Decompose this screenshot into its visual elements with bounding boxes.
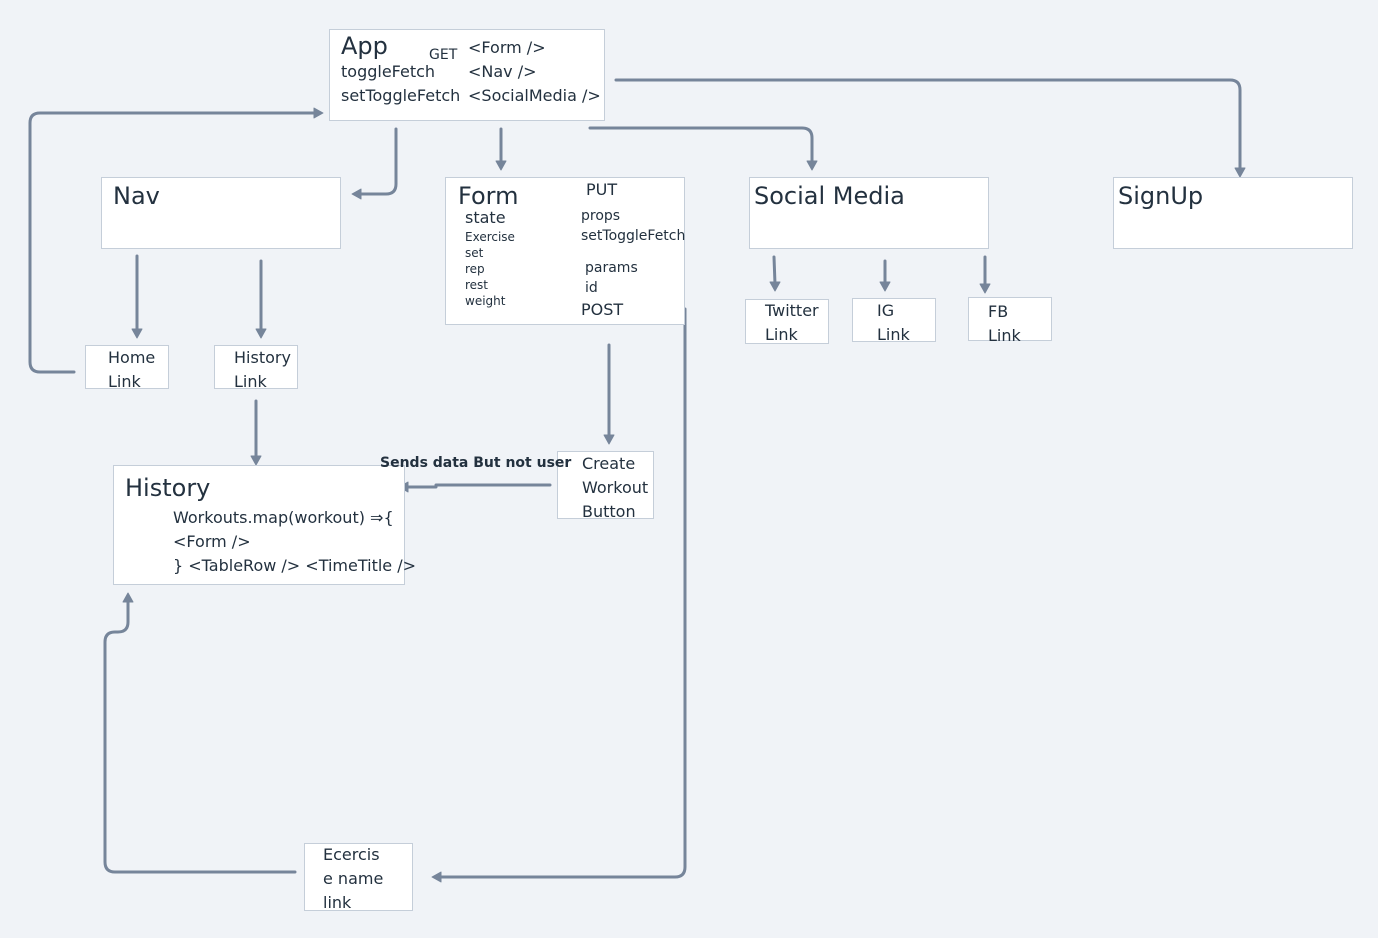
form-state-field: set bbox=[465, 246, 484, 260]
app-node: App GET toggleFetch setToggleFetch <Form… bbox=[329, 29, 605, 121]
social-media-node: Social Media bbox=[749, 177, 989, 249]
create-button-line: Button bbox=[582, 502, 636, 521]
connector-social-twitter bbox=[772, 255, 777, 286]
history-line: } <TableRow /> <TimeTitle /> bbox=[173, 556, 417, 575]
signup-node: SignUp bbox=[1113, 177, 1353, 249]
twitter-link-node: Twitter Link bbox=[745, 299, 829, 344]
fb-link-line: FB bbox=[988, 302, 1009, 321]
home-link-line: Home bbox=[108, 348, 156, 367]
nav-title: Nav bbox=[113, 182, 160, 210]
app-nav-component: <Nav /> bbox=[468, 62, 537, 81]
ig-link-line: Link bbox=[877, 325, 910, 344]
twitter-link-line: Twitter bbox=[765, 301, 819, 320]
form-title: Form bbox=[458, 182, 519, 210]
history-link-node: History Link bbox=[214, 345, 298, 391]
form-post-label: POST bbox=[581, 300, 624, 319]
form-props-value: setToggleFetch bbox=[581, 228, 686, 244]
connector-app-signup bbox=[614, 78, 1242, 172]
form-params-value: id bbox=[585, 280, 598, 296]
app-title: App bbox=[341, 32, 388, 60]
signup-title: SignUp bbox=[1118, 182, 1204, 210]
form-state-field: rest bbox=[465, 278, 489, 292]
exercise-link-line: link bbox=[323, 893, 352, 912]
app-form-component: <Form /> bbox=[468, 38, 546, 57]
form-node: Form PUT state Exercise set rep rest wei… bbox=[445, 177, 685, 325]
home-link-node: Home Link bbox=[85, 345, 169, 391]
form-state-field: weight bbox=[465, 294, 506, 308]
connector-exercise-history bbox=[103, 598, 297, 874]
form-props-label: props bbox=[581, 208, 621, 224]
connector-form-exercise bbox=[437, 307, 687, 879]
connector-home-app bbox=[28, 111, 318, 374]
history-node: History Workouts.map(workout) ⇒{ <Form /… bbox=[113, 465, 416, 585]
app-set-toggle-fetch: setToggleFetch bbox=[341, 86, 461, 105]
social-media-title: Social Media bbox=[754, 182, 905, 210]
form-params-label: params bbox=[585, 260, 638, 276]
form-put-label: PUT bbox=[586, 180, 618, 199]
twitter-link-line: Link bbox=[765, 325, 798, 344]
history-link-line: History bbox=[234, 348, 291, 367]
connector-app-social bbox=[588, 126, 814, 165]
form-state-label: state bbox=[465, 208, 506, 227]
exercise-name-link-node: Ecercis e name link bbox=[304, 843, 413, 911]
app-social-component: <SocialMedia /> bbox=[468, 86, 601, 105]
history-link-line: Link bbox=[234, 372, 267, 391]
ig-link-line: IG bbox=[877, 301, 895, 320]
create-button-line: Create bbox=[582, 454, 636, 473]
nav-node: Nav bbox=[101, 177, 341, 249]
create-workout-button-node: Create Workout Button bbox=[557, 451, 654, 521]
connector-app-nav bbox=[356, 127, 398, 196]
app-toggle-fetch: toggleFetch bbox=[341, 62, 436, 81]
create-button-line: Workout bbox=[582, 478, 649, 497]
history-title: History bbox=[125, 474, 211, 502]
fb-link-line: Link bbox=[988, 326, 1021, 345]
form-state-field: Exercise bbox=[465, 230, 515, 244]
form-state-field: rep bbox=[465, 262, 485, 276]
home-link-line: Link bbox=[108, 372, 141, 391]
ig-link-node: IG Link bbox=[852, 298, 936, 344]
fb-link-node: FB Link bbox=[968, 297, 1052, 345]
exercise-link-line: Ecercis bbox=[323, 845, 380, 864]
sends-data-label: Sends data But not user bbox=[380, 455, 572, 471]
app-get-label: GET bbox=[429, 47, 458, 63]
connector-create-history bbox=[404, 483, 552, 489]
history-line: <Form /> bbox=[173, 532, 251, 551]
exercise-link-line: e name bbox=[323, 869, 384, 888]
history-line: Workouts.map(workout) ⇒{ bbox=[173, 508, 394, 527]
